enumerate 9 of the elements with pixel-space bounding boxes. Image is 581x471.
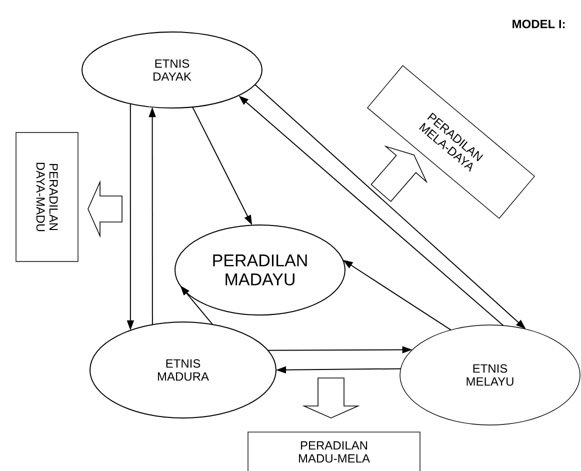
title: MODEL I: xyxy=(512,20,565,28)
ellipse-node: ETNIS MADURA xyxy=(90,322,276,418)
ellipse-node: ETNIS MELAYU xyxy=(400,324,580,426)
block-arrow xyxy=(302,378,360,418)
ellipse-node: ETNIS DAYAK xyxy=(82,32,262,108)
ellipse-node: PERADILAN MADAYU xyxy=(174,224,346,316)
label-box: PERADILAN DAYA-MADU xyxy=(16,132,78,262)
label-box: PERADILAN MADU-MELA xyxy=(248,432,420,471)
block-arrow xyxy=(88,180,122,238)
